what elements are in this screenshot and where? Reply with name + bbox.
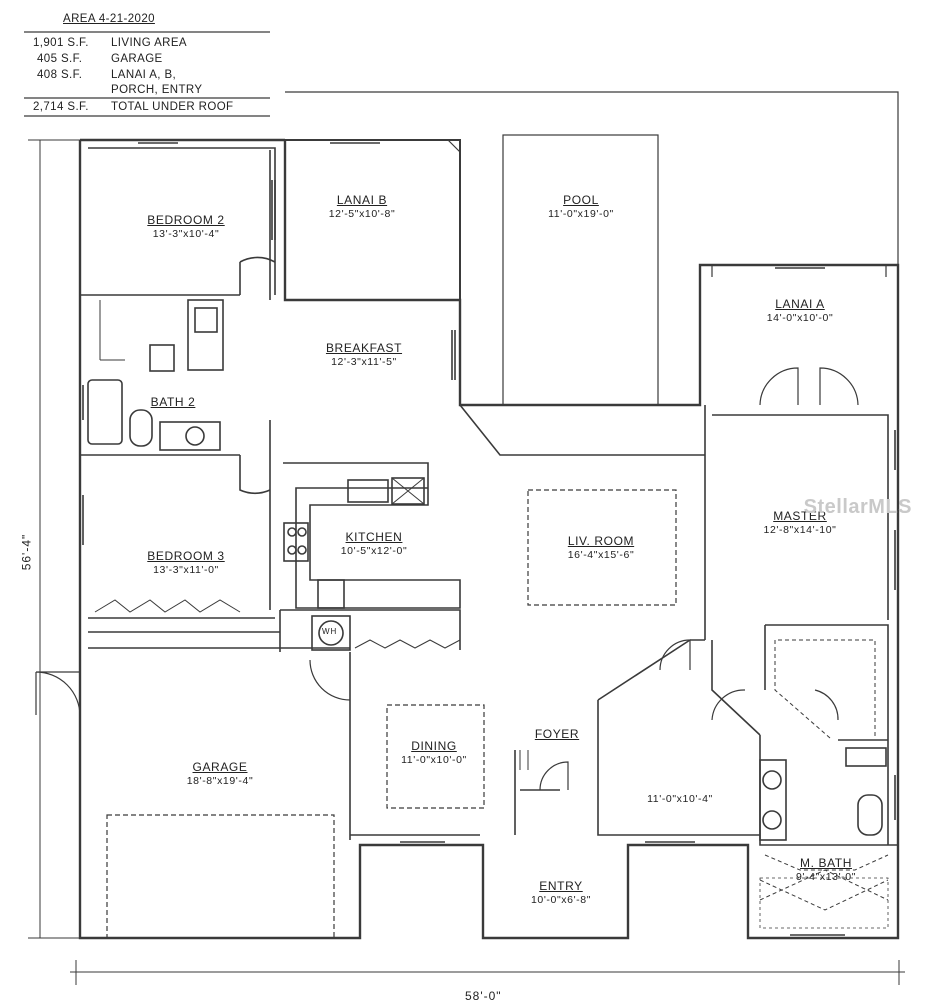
room-dims: 10'-5"x12'-0"	[340, 545, 408, 557]
room-foyer: FOYER	[535, 727, 579, 742]
room-kitchen: KITCHEN 10'-5"x12'-0"	[341, 530, 408, 558]
room-liv-room: LIV. ROOM 16'-4"x15'-6"	[568, 534, 635, 562]
room-lanai-b: LANAI B 12'-5"x10'-8"	[329, 193, 396, 221]
water-heater-label: WH	[322, 627, 338, 636]
room-name: MASTER	[773, 509, 827, 523]
room-dims: 11'-0"x10'-4"	[647, 793, 713, 805]
area-desc: PORCH, ENTRY	[111, 84, 203, 96]
room-name: DINING	[411, 739, 457, 753]
room-dims: 10'-0"x6'-8"	[530, 894, 592, 906]
room-bedroom-3: BEDROOM 3 13'-3"x11'-0"	[147, 549, 224, 577]
room-name: LANAI A	[775, 297, 825, 311]
room-bedroom-2: BEDROOM 2 13'-3"x10'-4"	[147, 213, 224, 241]
area-desc: GARAGE	[111, 53, 163, 65]
room-name: LIV. ROOM	[567, 534, 635, 548]
area-title: AREA 4-21-2020	[63, 13, 155, 25]
room-name: BATH 2	[150, 395, 196, 409]
depth-dimension: 56'-4"	[19, 533, 34, 571]
room-name: LANAI B	[336, 193, 388, 207]
room-name: GARAGE	[192, 760, 248, 774]
room-dims: 13'-3"x11'-0"	[153, 564, 219, 576]
area-desc: LIVING AREA	[111, 37, 187, 49]
room-dining: DINING 11'-0"x10'-0"	[401, 739, 467, 767]
room-dims: 12'-3"x11'-5"	[331, 356, 397, 368]
room-name: POOL	[563, 193, 599, 207]
width-dimension: 58'-0"	[465, 989, 502, 1003]
room-name: FOYER	[534, 727, 580, 741]
room-pool: POOL 11'-0"x19'-0"	[548, 193, 614, 221]
room-dims: 11'-0"x10'-0"	[401, 754, 467, 766]
room-bath-2: BATH 2	[151, 395, 196, 410]
room-name: ENTRY	[539, 879, 583, 893]
room-name: BREAKFAST	[325, 341, 403, 355]
room-dims: 14'-0"x10'-0"	[766, 312, 834, 324]
area-value: 408 S.F.	[37, 69, 83, 81]
room-dims: 11'-0"x19'-0"	[548, 208, 614, 220]
area-value: 2,714 S.F.	[33, 101, 89, 113]
room-dims: 16'-4"x15'-6"	[567, 549, 635, 561]
area-desc: LANAI A, B,	[111, 69, 177, 81]
room-dims: 13'-3"x10'-4"	[152, 228, 220, 240]
area-value: 1,901 S.F.	[33, 37, 89, 49]
watermark: StellarMLS	[803, 496, 912, 518]
room-name: M. BATH	[800, 856, 852, 870]
room-dims: 9'-4"x13'-0"	[795, 871, 857, 883]
room-master-bath: M. BATH 9'-4"x13'-0"	[796, 856, 856, 884]
room-name: BEDROOM 2	[147, 213, 225, 227]
room-dims: 12'-5"x10'-8"	[328, 208, 396, 220]
area-desc: TOTAL UNDER ROOF	[111, 101, 234, 113]
room-lanai-a: LANAI A 14'-0"x10'-0"	[767, 297, 834, 325]
room-master: MASTER 12'-8"x14'-10"	[764, 509, 837, 537]
room-name: KITCHEN	[345, 530, 403, 544]
room-dims: 12'-8"x14'-10"	[763, 524, 837, 536]
room-garage: GARAGE 18'-8"x19'-4"	[187, 760, 254, 788]
room-name: BEDROOM 3	[147, 549, 225, 563]
room-den: 11'-0"x10'-4"	[647, 793, 713, 806]
room-entry: ENTRY 10'-0"x6'-8"	[531, 879, 591, 907]
area-value: 405 S.F.	[37, 53, 83, 65]
room-breakfast: BREAKFAST 12'-3"x11'-5"	[326, 341, 402, 369]
room-dims: 18'-8"x19'-4"	[186, 775, 254, 787]
